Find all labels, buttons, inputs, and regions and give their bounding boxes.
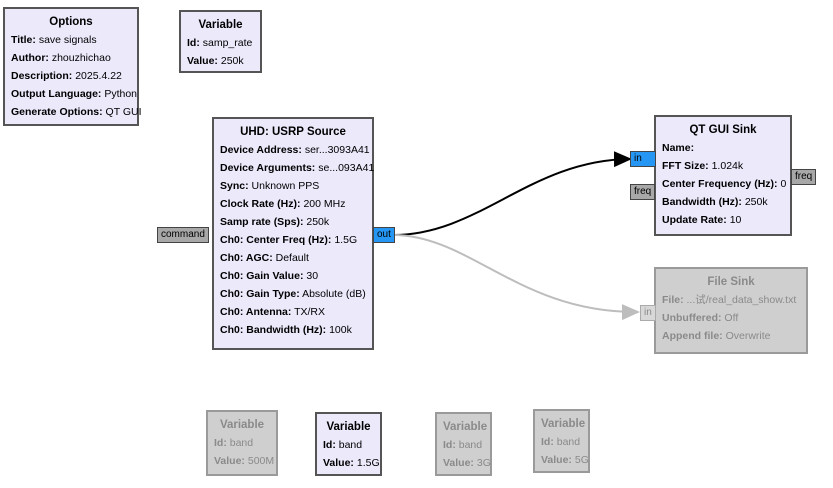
variable-value: Value: 250k bbox=[187, 55, 244, 67]
qt-sink-param: Name: bbox=[662, 142, 695, 154]
variable-id: Id: band bbox=[214, 437, 254, 449]
variable-id: Id: band bbox=[541, 436, 581, 448]
wire-usrp-to-qt-sink bbox=[392, 151, 632, 236]
qt-sink-in-port[interactable]: in bbox=[630, 151, 656, 167]
file-sink-param: Unbuffered: Off bbox=[662, 312, 739, 324]
qt-gui-sink-block[interactable]: QT GUI Sink Name: FFT Size: 1.024k Cente… bbox=[654, 115, 792, 236]
options-param-author: Author: zhouzhichao bbox=[11, 52, 111, 64]
wire-usrp-to-file-sink bbox=[392, 234, 640, 321]
usrp-param: Ch0: Gain Value: 30 bbox=[220, 270, 319, 282]
usrp-out-port[interactable]: out bbox=[373, 227, 395, 243]
qt-sink-param: Center Frequency (Hz): 0 bbox=[662, 178, 787, 190]
usrp-param: Sync: Unknown PPS bbox=[220, 180, 320, 192]
variable-id: Id: band bbox=[323, 439, 363, 451]
options-title: Options bbox=[49, 16, 93, 28]
file-sink-block[interactable]: File Sink File: ...试/real_data_show.txt … bbox=[654, 267, 808, 354]
usrp-param: Samp rate (Sps): 250k bbox=[220, 216, 330, 228]
variable-band-500m-block[interactable]: Variable Id: band Value: 500M bbox=[206, 410, 278, 476]
usrp-param: Ch0: AGC: Default bbox=[220, 252, 309, 264]
file-sink-title: File Sink bbox=[707, 276, 755, 288]
variable-id: Id: samp_rate bbox=[187, 37, 253, 49]
options-param-description: Description: 2025.4.22 bbox=[11, 70, 122, 82]
qt-gui-sink-title: QT GUI Sink bbox=[689, 124, 757, 136]
options-param-generate-options: Generate Options: QT GUI bbox=[11, 106, 142, 118]
usrp-source-block[interactable]: UHD: USRP Source Device Address: ser...3… bbox=[212, 117, 374, 350]
variable-value: Value: 3G bbox=[443, 457, 491, 469]
options-param-output-language: Output Language: Python bbox=[11, 88, 138, 100]
qt-sink-param: FFT Size: 1.024k bbox=[662, 160, 744, 172]
usrp-command-port[interactable]: command bbox=[157, 227, 209, 243]
variable-title: Variable bbox=[198, 19, 243, 31]
qt-sink-freq-in-port[interactable]: freq bbox=[630, 184, 656, 200]
qt-sink-param: Bandwidth (Hz): 250k bbox=[662, 196, 768, 208]
qt-sink-param: Update Rate: 10 bbox=[662, 214, 742, 226]
variable-id: Id: band bbox=[443, 439, 483, 451]
variable-band-3g-block[interactable]: Variable Id: band Value: 3G bbox=[435, 412, 492, 476]
variable-value: Value: 1.5G bbox=[323, 457, 380, 469]
variable-samp-rate-block[interactable]: Variable Id: samp_rate Value: 250k bbox=[179, 10, 262, 73]
file-sink-param: Append file: Overwrite bbox=[662, 330, 771, 342]
usrp-param: Device Address: ser...3093A41 bbox=[220, 144, 370, 156]
variable-band-1-5g-block[interactable]: Variable Id: band Value: 1.5G bbox=[315, 412, 382, 476]
variable-title: Variable bbox=[326, 421, 371, 433]
usrp-param: Ch0: Antenna: TX/RX bbox=[220, 306, 326, 318]
file-sink-param: File: ...试/real_data_show.txt bbox=[662, 294, 797, 306]
usrp-param: Device Arguments: se...093A41 bbox=[220, 162, 375, 174]
file-sink-in-port[interactable]: in bbox=[640, 305, 656, 321]
usrp-param: Clock Rate (Hz): 200 MHz bbox=[220, 198, 346, 210]
variable-band-5g-block[interactable]: Variable Id: band Value: 5G bbox=[533, 409, 590, 473]
usrp-param: Ch0: Center Freq (Hz): 1.5G bbox=[220, 234, 358, 246]
options-param-title: Title: save signals bbox=[11, 34, 97, 46]
usrp-param: Ch0: Gain Type: Absolute (dB) bbox=[220, 288, 366, 300]
variable-title: Variable bbox=[219, 419, 265, 431]
options-block[interactable]: Options Title: save signals Author: zhou… bbox=[3, 7, 142, 126]
qt-sink-freq-out-port[interactable]: freq bbox=[791, 169, 817, 185]
variable-value: Value: 500M bbox=[214, 455, 275, 467]
variable-title: Variable bbox=[541, 418, 586, 430]
usrp-source-title: UHD: USRP Source bbox=[240, 126, 346, 138]
variable-title: Variable bbox=[443, 421, 488, 433]
usrp-param: Ch0: Bandwidth (Hz): 100k bbox=[220, 324, 352, 336]
variable-value: Value: 5G bbox=[541, 454, 589, 466]
